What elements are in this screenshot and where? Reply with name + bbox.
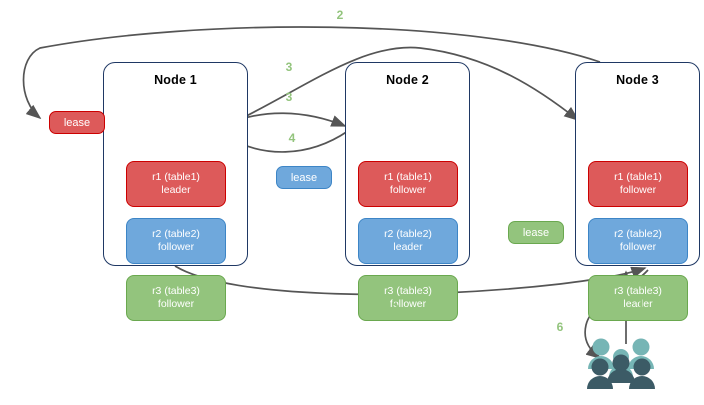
node-box-2[interactable]: Node 2 r1 (table1) follower r2 (table2) … <box>345 62 470 321</box>
lease-badge-blue[interactable]: lease <box>276 166 332 189</box>
node-box-1[interactable]: Node 1 r1 (table1) leader r2 (table2) fo… <box>103 62 248 321</box>
replica-role: follower <box>389 298 427 310</box>
replica-role: leader <box>393 241 423 253</box>
replica-name: r2 (table2) <box>384 228 432 240</box>
edge-step-3-upper <box>221 46 580 129</box>
lease-badge-red[interactable]: lease <box>49 111 105 134</box>
replica-name: r3 (table3) <box>152 285 200 297</box>
replica-node2-r2[interactable]: r2 (table2) leader <box>358 218 458 264</box>
replica-name: r2 (table2) <box>152 228 200 240</box>
node-title-3: Node 3 <box>616 73 659 87</box>
users-group-icon[interactable] <box>587 338 655 390</box>
lease-badge-green[interactable]: lease <box>508 221 564 244</box>
node-title-1: Node 1 <box>154 73 197 87</box>
replica-role: follower <box>619 241 657 253</box>
replica-role: leader <box>623 298 653 310</box>
replica-role: follower <box>619 184 657 196</box>
replica-node3-r2[interactable]: r2 (table2) follower <box>588 218 688 264</box>
node-box-3[interactable]: Node 3 r1 (table1) follower r2 (table2) … <box>575 62 700 321</box>
replica-node3-r1[interactable]: r1 (table1) follower <box>588 161 688 207</box>
replica-node1-r3[interactable]: r3 (table3) follower <box>126 275 226 321</box>
lease-label: lease <box>63 116 91 129</box>
step-label-4: 4 <box>288 131 296 145</box>
edge-step-2 <box>22 26 601 120</box>
replica-role: follower <box>389 184 427 196</box>
node-title-2: Node 2 <box>386 73 429 87</box>
step-label-6: 6 <box>556 320 564 334</box>
replica-name: r1 (table1) <box>614 171 662 183</box>
lease-label: lease <box>522 226 550 239</box>
replica-name: r3 (table3) <box>614 285 662 297</box>
step-label-3a: 3 <box>285 60 293 74</box>
replica-name: r1 (table1) <box>152 171 200 183</box>
replica-role: follower <box>157 298 195 310</box>
replica-role: leader <box>161 184 191 196</box>
replica-node3-r3[interactable]: r3 (table3) leader <box>588 275 688 321</box>
replica-node1-r2[interactable]: r2 (table2) follower <box>126 218 226 264</box>
replica-name: r2 (table2) <box>614 228 662 240</box>
step-label-3b: 3 <box>285 90 293 104</box>
step-label-5: 5 <box>391 298 399 312</box>
replica-node2-r3[interactable]: r3 (table3) follower <box>358 275 458 321</box>
replica-node2-r1[interactable]: r1 (table1) follower <box>358 161 458 207</box>
lease-label: lease <box>290 171 318 184</box>
replica-role: follower <box>157 241 195 253</box>
replica-name: r3 (table3) <box>384 285 432 297</box>
replica-node1-r1[interactable]: r1 (table1) leader <box>126 161 226 207</box>
replica-name: r1 (table1) <box>384 171 432 183</box>
step-label-2: 2 <box>336 8 344 22</box>
step-label-1: 1 <box>637 297 645 311</box>
